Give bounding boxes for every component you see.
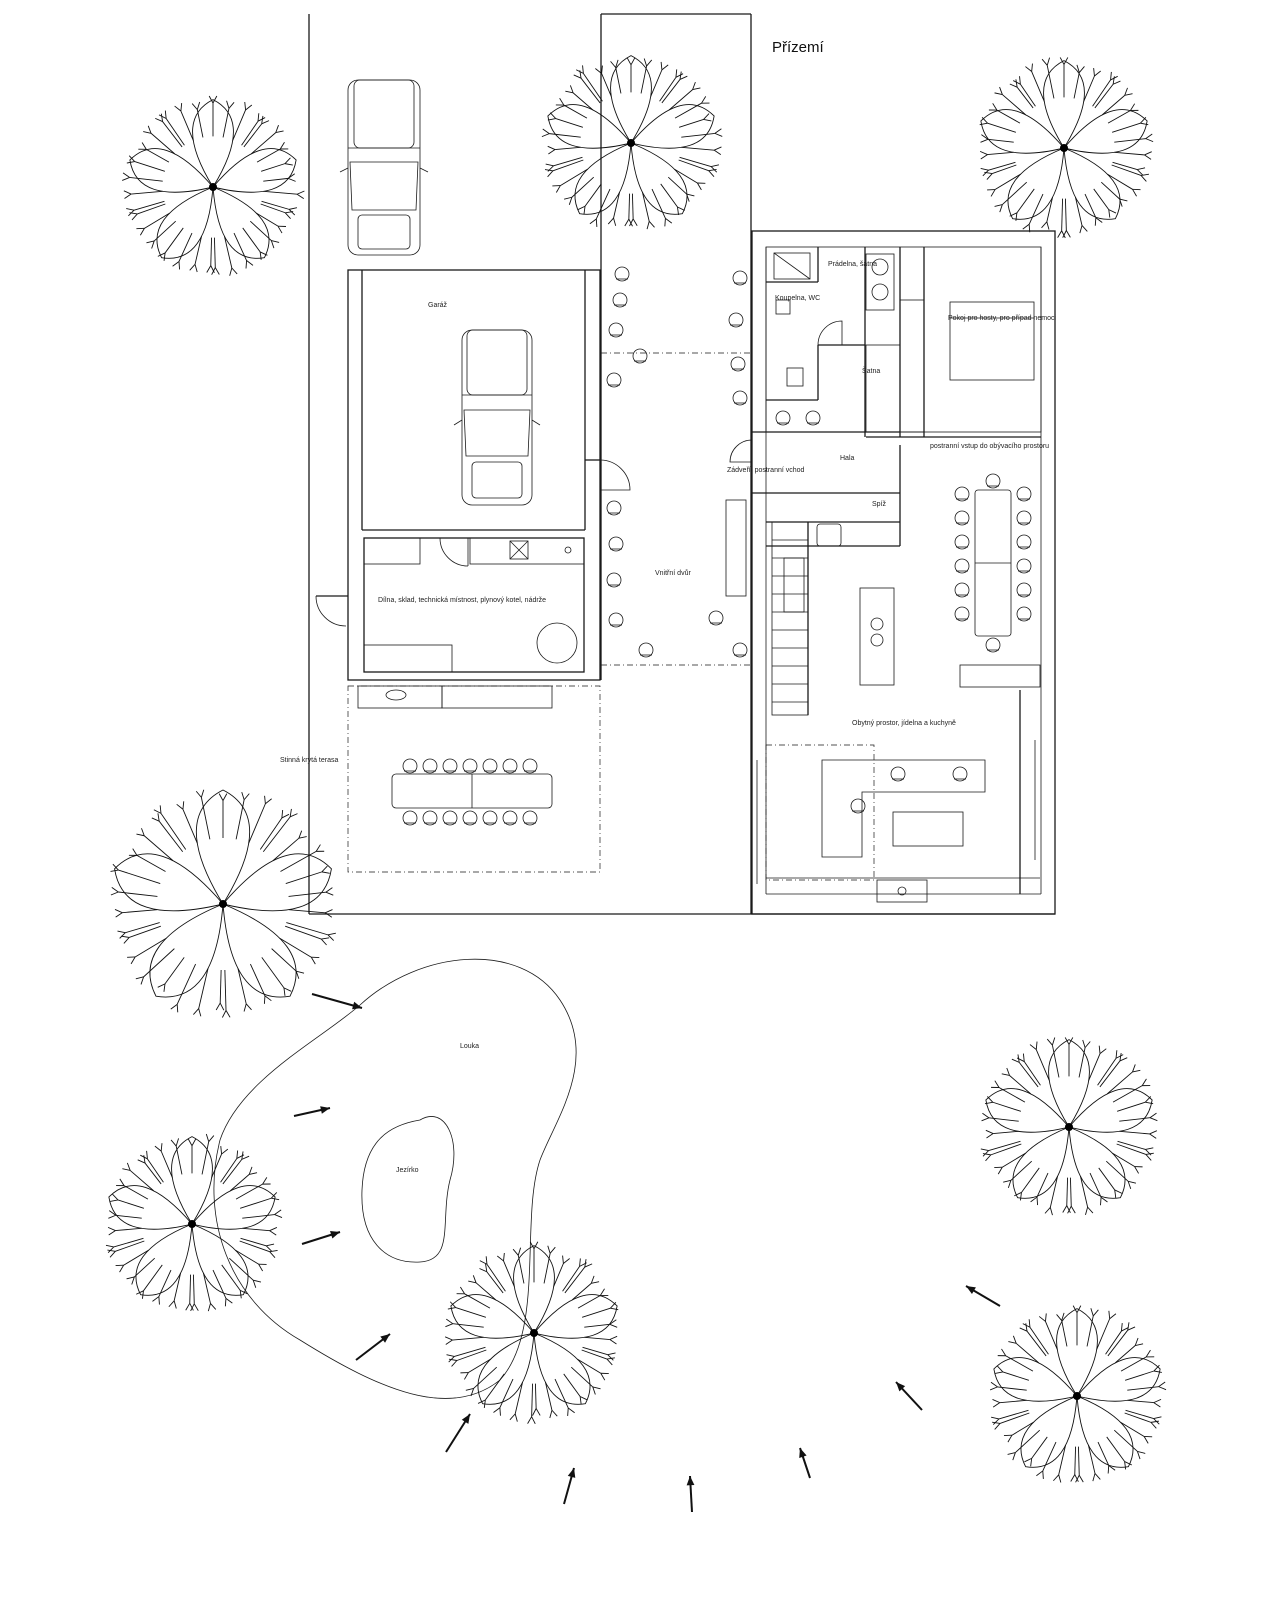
chair-icon (953, 767, 967, 781)
chair-icon (607, 501, 621, 515)
chair-icon (523, 811, 537, 825)
chair-icon (607, 373, 621, 387)
chair-icon (733, 391, 747, 405)
chairs (403, 267, 1031, 825)
tree-icon (445, 1242, 618, 1424)
garage: Garáž (348, 270, 630, 680)
tree-icon (981, 1037, 1158, 1215)
chair-icon (483, 811, 497, 825)
chair-icon (609, 323, 623, 337)
chair-icon (733, 271, 747, 285)
tree-icon (990, 1306, 1166, 1483)
chair-icon (955, 487, 969, 501)
laundry-label: Prádelna, šatna (828, 261, 877, 268)
arrow-icon (312, 994, 362, 1009)
chair-icon (806, 411, 820, 425)
chair-icon (463, 811, 477, 825)
chair-icon (443, 811, 457, 825)
covered-terrace: Stinná krytá terasa (280, 686, 600, 872)
arrow-icon (966, 1286, 1000, 1306)
chair-icon (639, 643, 653, 657)
arrow-icon (446, 1414, 470, 1452)
chair-icon (503, 811, 517, 825)
arrows (294, 994, 1000, 1512)
chair-icon (1017, 583, 1031, 597)
chair-icon (483, 759, 497, 773)
garage-label: Garáž (428, 302, 448, 309)
chair-icon (1017, 607, 1031, 621)
arrow-icon (799, 1448, 810, 1478)
chair-icon (891, 767, 905, 781)
storage-room: Dílna, sklad, technická místnost, plynov… (316, 538, 584, 672)
chair-icon (613, 293, 627, 307)
dining-entry-label: postranní vstup do obývacího prostoru (930, 443, 1049, 450)
stair-icon (772, 522, 808, 715)
tree-icon (106, 1134, 282, 1311)
chair-icon (615, 267, 629, 281)
pond-label: Jezírko (396, 1167, 419, 1174)
storage-label: Dílna, sklad, technická místnost, plynov… (378, 597, 546, 604)
chair-icon (955, 535, 969, 549)
chair-icon (463, 759, 477, 773)
chair-icon (731, 357, 745, 371)
chair-icon (609, 613, 623, 627)
arrow-icon (564, 1468, 575, 1504)
chair-icon (1017, 535, 1031, 549)
chair-icon (986, 638, 1000, 652)
chair-icon (423, 759, 437, 773)
chair-icon (851, 799, 865, 813)
arrow-icon (896, 1382, 922, 1410)
chair-icon (955, 559, 969, 573)
chair-icon (523, 759, 537, 773)
pantry-label: Spíž (872, 501, 887, 508)
arrow-icon (302, 1231, 340, 1244)
car-icon (454, 330, 540, 505)
chair-icon (443, 759, 457, 773)
chair-icon (709, 611, 723, 625)
chair-icon (955, 511, 969, 525)
chair-icon (423, 811, 437, 825)
guest-room-label: Pokoj pro hosty, pro případ nemoci (948, 315, 1056, 322)
trees (106, 56, 1166, 1483)
living-label: Obytný prostor, jídelna a kuchyně (852, 720, 956, 727)
chair-icon (729, 313, 743, 327)
house: Prádelna, šatna Koupelna, WC Pokoj pro h… (727, 231, 1056, 914)
atrium: Vnitřní dvůr (601, 231, 751, 914)
chair-icon (986, 474, 1000, 488)
chair-icon (1017, 559, 1031, 573)
chair-icon (503, 759, 517, 773)
chair-icon (609, 537, 623, 551)
chair-icon (1017, 487, 1031, 501)
tree-icon (111, 790, 336, 1018)
wc-label: Koupelna, WC (775, 295, 820, 302)
atrium-label: Vnitřní dvůr (655, 569, 691, 577)
hall-label: Hala (840, 455, 855, 462)
chair-icon (955, 583, 969, 597)
entry-label: Zádveří, postranní vchod (727, 467, 805, 474)
pond: Louka Jezírko (214, 959, 576, 1398)
plan-title: Přízemí (772, 39, 825, 56)
car-icon (340, 80, 428, 255)
arrow-icon (687, 1476, 695, 1512)
chair-icon (607, 573, 621, 587)
closet-label: Šatna (862, 366, 880, 375)
chair-icon (955, 607, 969, 621)
chair-icon (633, 349, 647, 363)
chair-icon (733, 643, 747, 657)
chair-icon (776, 411, 790, 425)
meadow-label: Louka (460, 1043, 479, 1050)
arrow-icon (356, 1334, 390, 1360)
tree-icon (542, 56, 722, 229)
tree-icon (122, 96, 304, 276)
site-boundary (309, 14, 1055, 914)
chair-icon (1017, 511, 1031, 525)
terrace-label: Stinná krytá terasa (280, 757, 338, 764)
tree-icon (980, 57, 1153, 237)
chair-icon (403, 811, 417, 825)
arrow-icon (294, 1106, 330, 1116)
chair-icon (403, 759, 417, 773)
